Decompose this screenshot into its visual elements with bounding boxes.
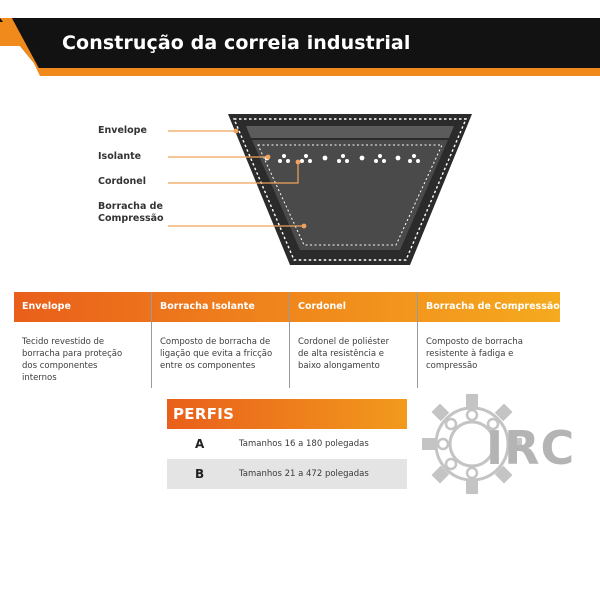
column-title-envelope: Envelope: [22, 301, 71, 312]
column-desc-borracha-compressao: Composto de borracha resistente à fadiga…: [426, 337, 523, 371]
label-cordonel: Cordonel: [98, 176, 146, 187]
belt-insulating-layer: [246, 126, 454, 138]
column-title-borracha-isolante: Borracha Isolante: [160, 301, 255, 312]
header-banner: Construção da correia industrial: [0, 18, 600, 76]
components-table-header: [14, 292, 560, 322]
label-borracha-compressao: Borracha de Compressão: [98, 201, 164, 224]
belt-cross-section-diagram: Envelope Isolante Cordonel Borracha de C…: [0, 100, 600, 280]
profile-letter: B: [195, 467, 205, 481]
page-title: Construção da correia industrial: [62, 32, 411, 54]
profiles-header: PERFIS: [167, 399, 407, 429]
profile-row: B Tamanhos 21 a 472 polegadas: [167, 459, 407, 489]
column-desc-borracha-isolante: Composto de borracha de ligação que evit…: [160, 337, 273, 371]
label-isolante: Isolante: [98, 151, 142, 162]
profile-sizes: Tamanhos 16 a 180 polegadas: [239, 439, 369, 449]
column-title-borracha-compressao: Borracha de Compressão: [426, 301, 560, 312]
column-divider: [151, 292, 152, 388]
column-desc-envelope: Tecido revestido de borracha para proteç…: [22, 337, 123, 383]
column-divider: [289, 292, 290, 388]
gear-bearing-icon: [422, 394, 522, 494]
column-desc-cordonel: Cordonel de poliéster de alta resistênci…: [298, 337, 390, 371]
label-envelope: Envelope: [98, 125, 147, 136]
leader-lines: [168, 130, 304, 227]
profile-sizes: Tamanhos 21 a 472 polegadas: [239, 469, 369, 479]
profile-letter: A: [195, 437, 205, 451]
belt-cord-row: [264, 154, 420, 163]
belt-compression-rubber: [252, 140, 448, 250]
logo-text: IRC: [486, 421, 576, 475]
column-title-cordonel: Cordonel: [298, 301, 346, 312]
header-banner-graphic: [0, 18, 600, 76]
leader-dots: [233, 128, 307, 229]
profiles-title: PERFIS: [173, 405, 235, 423]
belt-section-svg: [168, 114, 472, 265]
profile-row: A Tamanhos 16 a 180 polegadas: [167, 429, 407, 459]
irc-logo: IRC: [420, 388, 600, 498]
column-divider: [417, 292, 418, 388]
